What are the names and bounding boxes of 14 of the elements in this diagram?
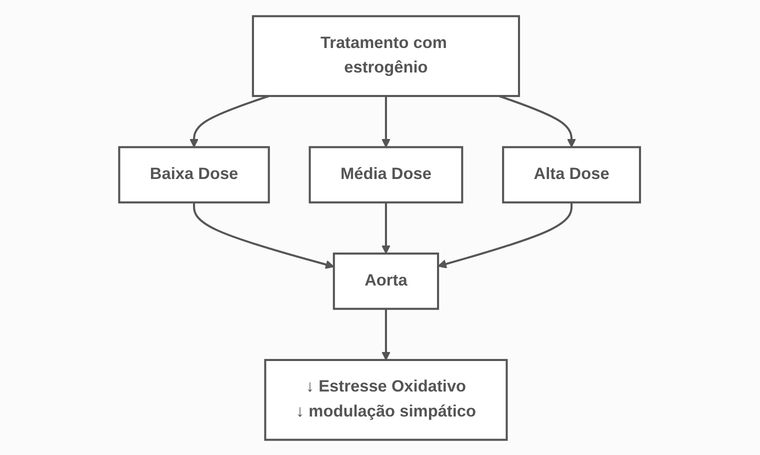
- node-box: [118, 146, 270, 203]
- arrow: [382, 96, 391, 148]
- arrow: [190, 94, 270, 148]
- flowchart: Tratamento com estrogênio Baixa Dose Média Dose Alta Dose Aorta ↓ Estresse Oxidativo ↓ modulação simpático: [111, 8, 649, 448]
- arrow: [438, 202, 573, 268]
- node-box: [333, 252, 440, 310]
- node-box: [264, 358, 508, 440]
- arrow: [193, 202, 335, 268]
- arrow: [382, 202, 391, 254]
- node-box: [502, 146, 642, 203]
- node-box: [309, 146, 464, 203]
- node-box: [252, 14, 520, 97]
- arrow: [382, 308, 391, 360]
- arrow: [499, 94, 576, 148]
